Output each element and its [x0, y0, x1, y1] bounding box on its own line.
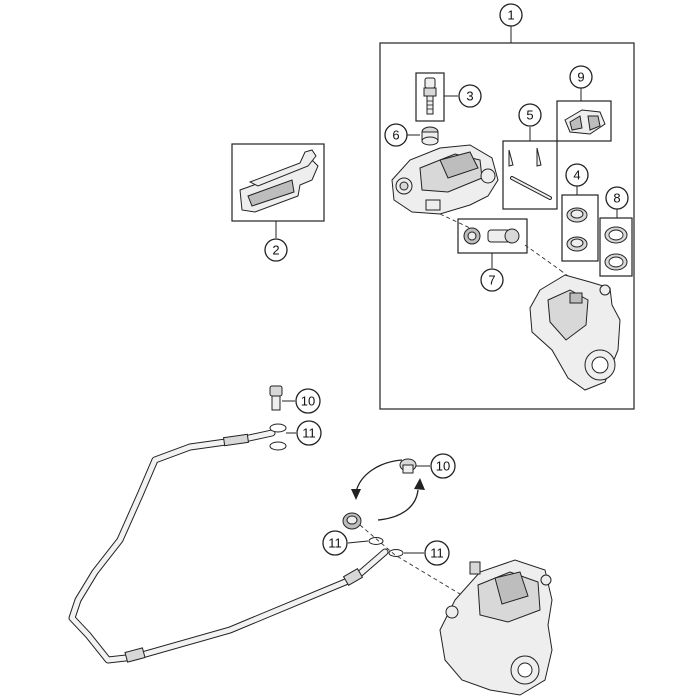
callout-1: 1 — [499, 3, 523, 27]
slide-pin-part — [463, 227, 520, 245]
callout-8: 8 — [605, 186, 629, 210]
callout-label: 3 — [466, 89, 473, 104]
callout-11c: 11 — [424, 540, 450, 566]
pad-spring-part — [564, 109, 606, 135]
guide-pin-part — [508, 147, 552, 200]
brake-hose-part — [68, 429, 389, 664]
callout-11a: 11 — [296, 420, 322, 446]
banjo-bolt-lower-part — [399, 458, 417, 474]
seal-box-8 — [599, 217, 633, 277]
callout-label: 9 — [577, 70, 584, 85]
callout-label: 10 — [301, 394, 315, 409]
callout-label: 11 — [328, 536, 342, 551]
callout-label: 11 — [430, 546, 444, 561]
callout-9: 9 — [569, 65, 593, 89]
spring-box — [556, 100, 612, 142]
bleeder-cap-part — [421, 126, 439, 146]
brake-pad-part — [239, 149, 319, 213]
callout-6: 6 — [384, 123, 408, 147]
callout-10a: 10 — [295, 388, 321, 414]
callout-label: 2 — [272, 243, 279, 258]
callout-5: 5 — [518, 103, 542, 127]
bleeder-valve-part — [423, 77, 437, 115]
callout-label: 8 — [613, 191, 620, 206]
lower-caliper-assembly-part — [439, 559, 553, 696]
seal-box-4 — [561, 194, 599, 262]
leader-line — [347, 540, 369, 544]
brake-pad-box — [231, 143, 325, 222]
callout-label: 11 — [302, 426, 316, 441]
banjo-fitting-part — [342, 512, 362, 530]
callout-label: 4 — [573, 168, 580, 183]
callout-label: 1 — [507, 8, 514, 23]
bleeder-box — [415, 72, 445, 122]
dust-seal-part — [604, 226, 628, 271]
callout-label: 10 — [436, 459, 450, 474]
caliper-bracket-part — [529, 274, 621, 391]
upper-caliper-body-part — [391, 144, 499, 215]
callout-label: 7 — [488, 273, 495, 288]
piston-seal-part — [566, 207, 588, 252]
assembly-line — [359, 524, 471, 601]
callout-7: 7 — [480, 268, 504, 292]
callout-11b: 11 — [322, 530, 348, 556]
washer-lower-part — [368, 537, 404, 557]
callout-label: 5 — [526, 108, 533, 123]
callout-2: 2 — [264, 238, 288, 262]
callout-label: 6 — [392, 128, 399, 143]
callout-10b: 10 — [430, 453, 456, 479]
washer-upper-part — [269, 423, 287, 451]
caliper-assembly-box — [379, 42, 635, 410]
banjo-bolt-upper-part — [269, 385, 283, 411]
orientation-arrows — [351, 459, 425, 521]
callout-3: 3 — [458, 84, 482, 108]
callout-4: 4 — [565, 163, 589, 187]
